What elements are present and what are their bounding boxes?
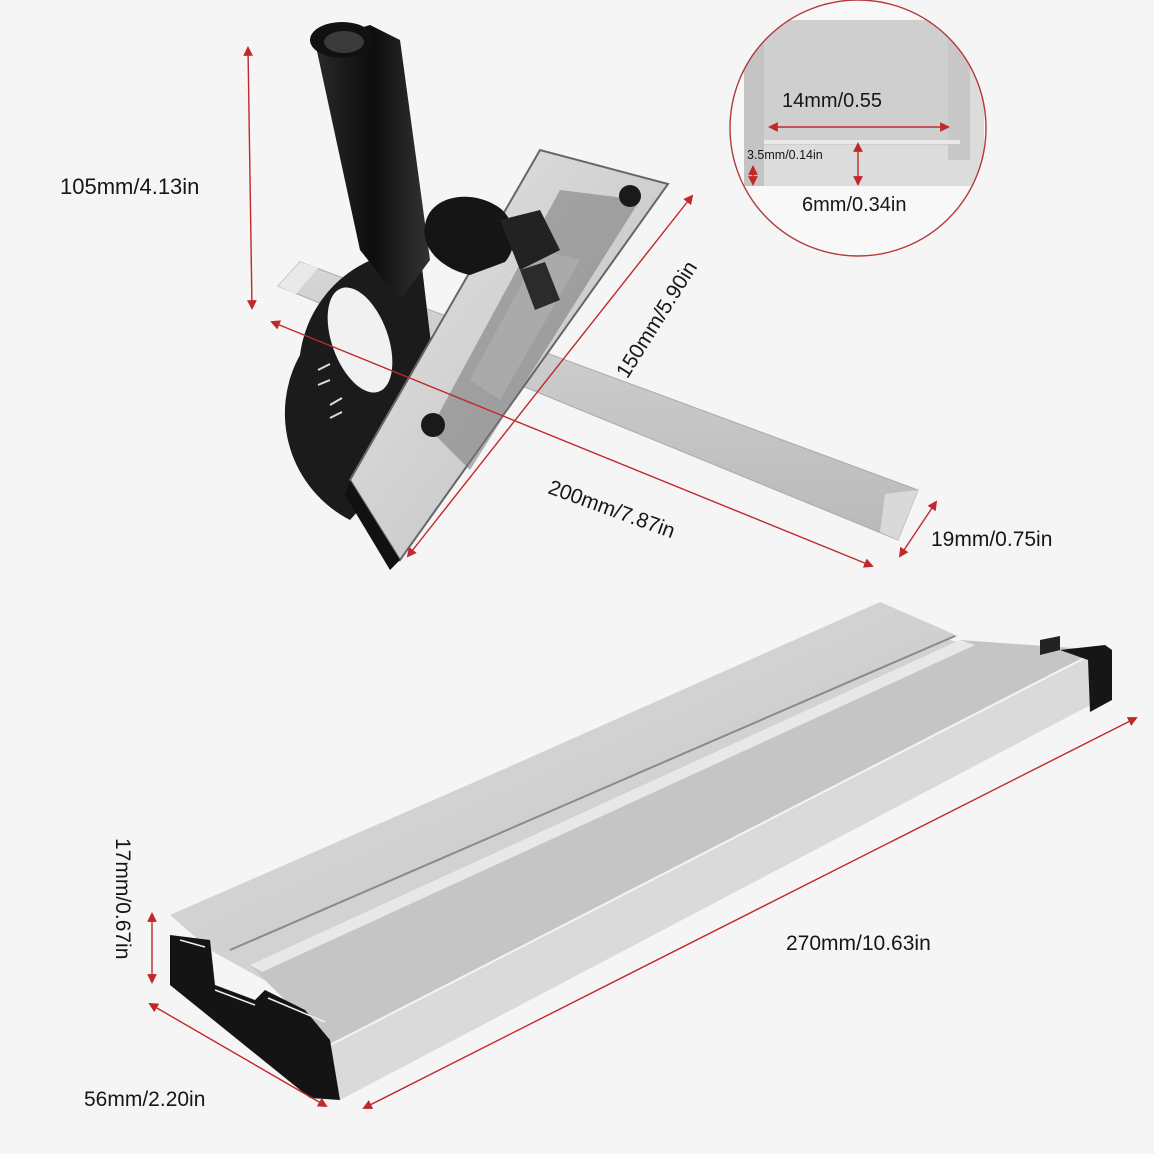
slot-width-dimension-label: 14mm/0.55	[782, 90, 883, 112]
detail-inset-illustration	[729, 0, 987, 257]
dimension-lines-bottom	[147, 717, 1138, 1109]
fence-height-dimension-label: 17mm/0.67in	[111, 838, 134, 960]
dimension-lines-top	[243, 46, 938, 568]
bar-width-dimension-label: 19mm/0.75in	[931, 528, 1053, 551]
lip-height-dimension-label: 3.5mm/0.14in	[747, 148, 823, 162]
fence-length-dimension-label-bottom: 270mm/10.63in	[786, 932, 931, 955]
slot-depth-dimension-label: 6mm/0.34in	[802, 194, 907, 216]
aluminum-fence-illustration	[170, 602, 1112, 1100]
fence-width-dimension-label: 56mm/2.20in	[84, 1088, 206, 1111]
height-dimension-label: 105mm/4.13in	[60, 174, 200, 199]
